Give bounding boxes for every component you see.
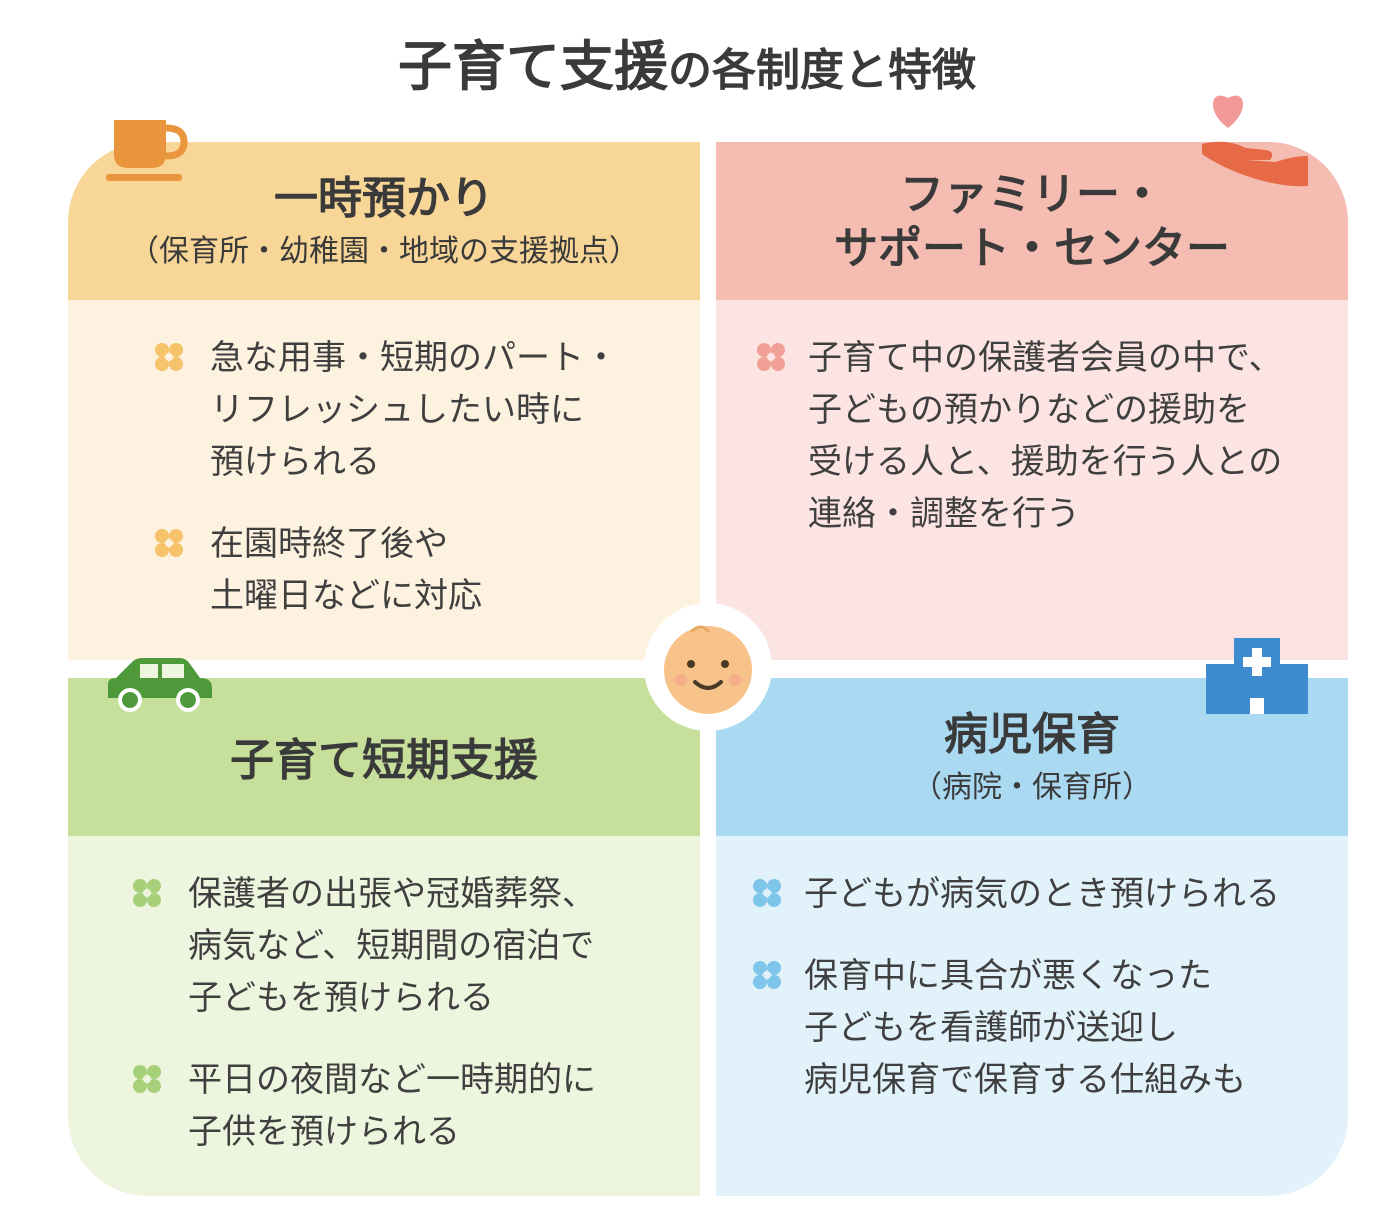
car-icon: [108, 658, 212, 712]
panel-family-support: ファミリー・ サポート・センター 子育て中の保護者会員の中で、 子どもの預かりな…: [716, 142, 1348, 660]
list-item: 保護者の出張や冠婚葬祭、 病気など、短期間の宿泊で 子どもを預けられる: [130, 868, 700, 1024]
flower-bullet-icon: [155, 343, 183, 371]
panel-short-term-support: 子育て短期支援 保護者の出張や冠婚葬祭、 病気など、短期間の宿泊で 子どもを預け…: [68, 678, 700, 1196]
list-item-text: 平日の夜間など一時期的に 子供を預けられる: [188, 1060, 596, 1152]
list-item: 在園時終了後や 土曜日などに対応: [152, 518, 700, 622]
title-main: 子育て支援: [398, 35, 668, 98]
list-item-text: 保育中に具合が悪くなった 子どもを看護師が送迎し 病児保育で保育する仕組みも: [804, 956, 1246, 1100]
flower-bullet-icon: [757, 343, 785, 371]
flower-bullet-icon: [133, 1065, 161, 1093]
flower-bullet-icon: [753, 961, 781, 989]
panel-temporary-care-subtitle: （保育所・幼稚園・地域の支援拠点）: [129, 234, 639, 269]
list-item-text: 在園時終了後や 土曜日などに対応: [210, 524, 482, 616]
list-item: 子どもが病気のとき預けられる: [750, 868, 1348, 920]
hospital-icon: [1206, 638, 1308, 714]
flower-bullet-icon: [753, 879, 781, 907]
panel-temporary-care: 一時預かり （保育所・幼稚園・地域の支援拠点） 急な用事・短期のパート・ リフレ…: [68, 142, 700, 660]
heart-hand-icon: [1202, 95, 1308, 187]
list-item: 平日の夜間など一時期的に 子供を預けられる: [130, 1054, 700, 1158]
panel-sick-child-care-list: 子どもが病気のとき預けられる 保育中に具合が悪くなった 子どもを看護師が送迎し …: [750, 868, 1348, 1136]
title-rest: の各制度と特徴: [668, 45, 976, 96]
panel-sick-child-care: 病児保育 （病院・保育所） 子どもが病気のとき預けられる 保育中に具合が悪くなっ…: [716, 678, 1348, 1196]
list-item: 子育て中の保護者会員の中で、 子どもの預かりなどの援助を 受ける人と、援助を行う…: [754, 332, 1348, 540]
coffee-cup-icon: [106, 120, 188, 181]
panel-short-term-support-title: 子育て短期支援: [230, 735, 538, 786]
list-item: 保育中に具合が悪くなった 子どもを看護師が送迎し 病児保育で保育する仕組みも: [750, 950, 1348, 1106]
list-item-text: 子どもが病気のとき預けられる: [804, 874, 1280, 914]
flower-bullet-icon: [155, 529, 183, 557]
list-item-text: 保護者の出張や冠婚葬祭、 病気など、短期間の宿泊で 子どもを預けられる: [188, 874, 596, 1018]
panel-family-support-list: 子育て中の保護者会員の中で、 子どもの預かりなどの援助を 受ける人と、援助を行う…: [754, 332, 1348, 570]
panel-sick-child-care-title: 病児保育: [944, 709, 1120, 760]
panel-temporary-care-title: 一時預かり: [274, 173, 494, 224]
flower-bullet-icon: [133, 879, 161, 907]
panel-temporary-care-list: 急な用事・短期のパート・ リフレッシュしたい時に 預けられる 在園時終了後や 土…: [152, 332, 700, 652]
panel-short-term-support-list: 保護者の出張や冠婚葬祭、 病気など、短期間の宿泊で 子どもを預けられる 平日の夜…: [130, 868, 700, 1188]
panel-temporary-care-header: 一時預かり （保育所・幼稚園・地域の支援拠点）: [68, 142, 700, 300]
panel-short-term-support-header: 子育て短期支援: [68, 678, 700, 836]
list-item: 急な用事・短期のパート・ リフレッシュしたい時に 預けられる: [152, 332, 700, 488]
list-item-text: 急な用事・短期のパート・ リフレッシュしたい時に 預けられる: [210, 338, 618, 482]
baby-face-icon: [644, 603, 772, 731]
page-title: 子育て支援の各制度と特徴: [0, 22, 1374, 101]
panel-family-support-title: ファミリー・ サポート・センター: [834, 169, 1230, 274]
list-item-text: 子育て中の保護者会員の中で、 子どもの預かりなどの援助を 受ける人と、援助を行う…: [808, 338, 1283, 534]
panel-sick-child-care-subtitle: （病院・保育所）: [912, 770, 1152, 805]
